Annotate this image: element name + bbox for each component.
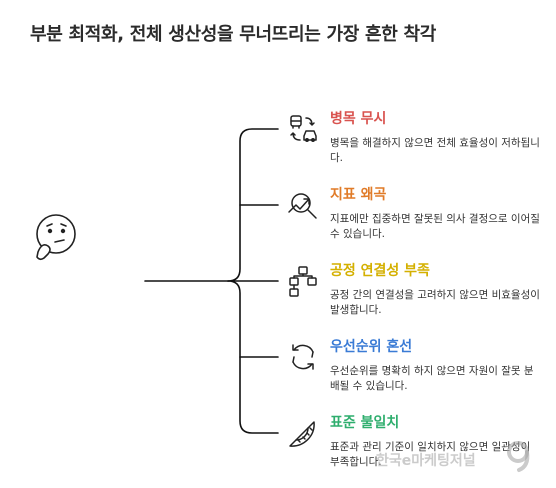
- branch-label: 병목 무시: [330, 111, 387, 127]
- watermark-logo-icon: [507, 441, 530, 472]
- spine-upper: [227, 128, 279, 282]
- thinking-face-icon: [36, 214, 76, 261]
- watermark: 한국e마케팅저널: [376, 453, 476, 469]
- trend-magnifier-icon: [288, 193, 317, 219]
- transport-swap-icon: [290, 115, 317, 142]
- cycle-arrows-icon: [292, 344, 314, 370]
- branch-label: 지표 왜곡: [330, 187, 387, 203]
- branch-description: 지표에만 집중하면 잘못된 의사 결정으로 이어질 수 있습니다.: [330, 213, 540, 240]
- branch-description: 표준과 관리 기준이 일치하지 않으면 일관성이 부족합니다.: [330, 441, 531, 468]
- branch-description: 병목을 해결하지 않으면 전체 효율성이 저하됩니다.: [330, 137, 540, 164]
- protractor-icon: [289, 421, 315, 447]
- branch-description: 공정 간의 연결성을 고려하지 않으면 비효율성이 발생합니다.: [330, 289, 540, 316]
- branch-label: 우선순위 혼선: [330, 339, 413, 355]
- branch-label: 표준 불일치: [330, 415, 400, 431]
- branch-description: 우선순위를 명확히 하지 않으면 자원이 잘못 분배될 수 있습니다.: [330, 365, 534, 392]
- spine-lower: [227, 280, 279, 434]
- branch-label: 공정 연결성 부족: [330, 263, 430, 279]
- page-title: 부분 최적화, 전체 생산성을 무너뜨리는 가장 흔한 착각: [30, 24, 437, 45]
- flowchart-icon: [289, 266, 317, 297]
